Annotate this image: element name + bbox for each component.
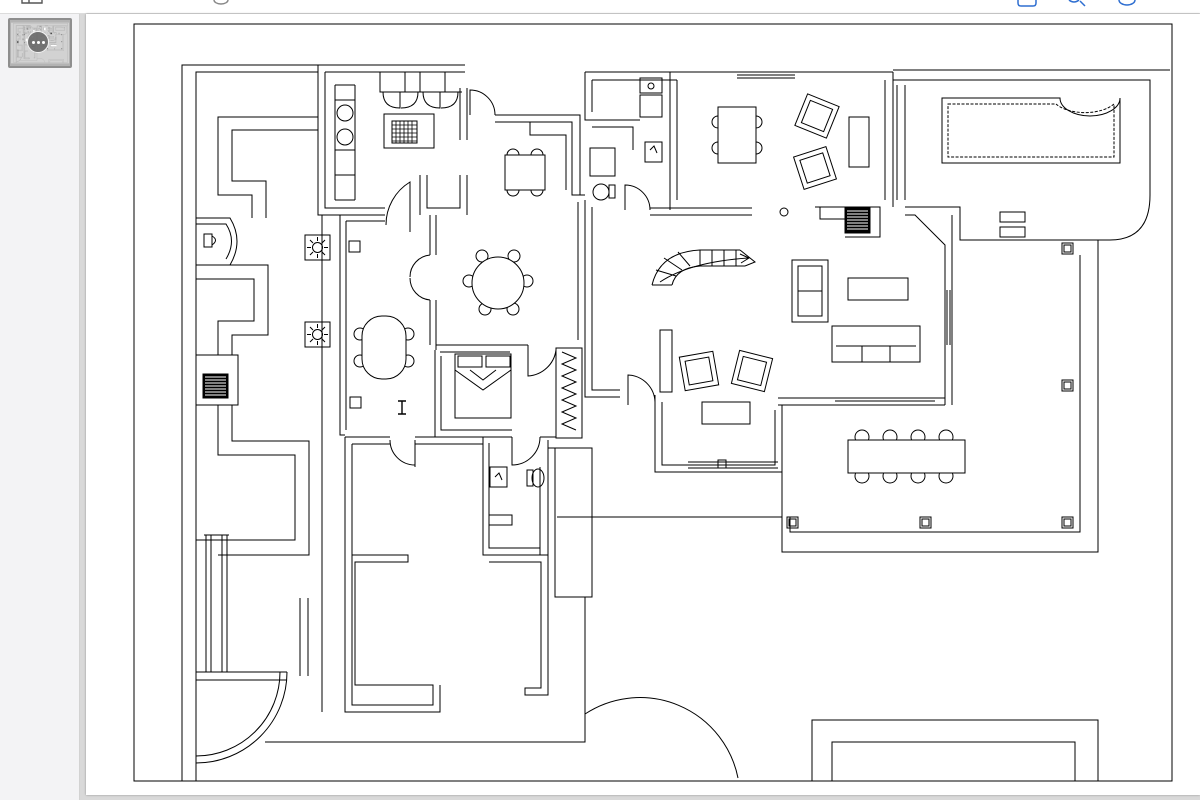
more-icon-dot <box>31 40 35 44</box>
toolbar-icons <box>21 0 1136 7</box>
zoom-icon[interactable] <box>213 0 229 5</box>
search-icon-path <box>1068 0 1086 7</box>
share-icon[interactable] <box>1017 0 1037 7</box>
page-thumbnail[interactable] <box>8 18 72 68</box>
toolbar <box>0 0 1200 14</box>
thumbnail-sidebar <box>0 14 80 800</box>
document-page[interactable] <box>86 14 1200 795</box>
sidebar-toggle-icon-path <box>21 0 43 4</box>
sidebar-toggle-icon[interactable] <box>21 0 43 4</box>
markup-icon-path <box>1118 0 1136 6</box>
more-icon-dot <box>41 40 45 44</box>
more-icon-dot <box>36 40 40 44</box>
more-icon[interactable] <box>27 31 49 53</box>
share-icon-path <box>1017 0 1037 7</box>
markup-icon[interactable] <box>1118 0 1136 6</box>
search-icon[interactable] <box>1068 0 1086 7</box>
zoom-icon-path <box>213 0 229 5</box>
